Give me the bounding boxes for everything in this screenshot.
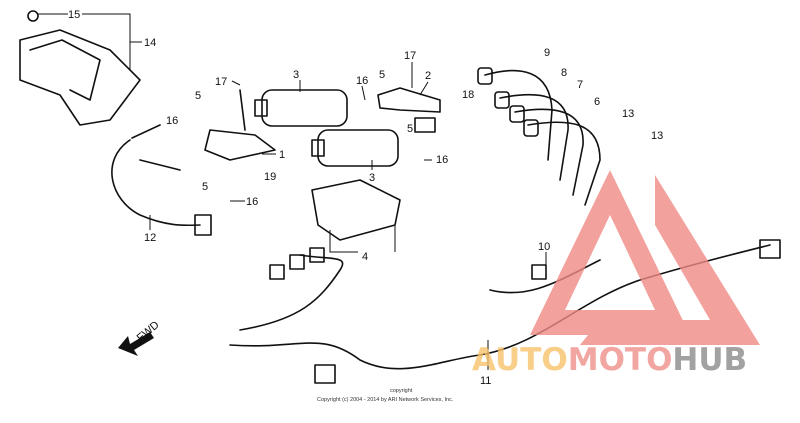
callout-3: 3 — [293, 69, 299, 81]
automotohub-watermark: AUTOMOTOHUB — [472, 170, 760, 378]
svg-text:AUTOMOTOHUB: AUTOMOTOHUB — [472, 342, 747, 378]
callout-14: 14 — [144, 37, 156, 49]
callout-4: 4 — [362, 251, 368, 263]
callout-10: 10 — [538, 241, 550, 253]
watermark-auto: AUTO — [472, 342, 568, 378]
callout-labels: 15 14 17 3 16 5 17 2 9 8 7 6 13 13 18 5 … — [68, 9, 663, 403]
copyright-small: copyright — [390, 388, 413, 394]
callout-3: 3 — [369, 172, 375, 184]
leader-lines — [38, 13, 547, 370]
copyright-notice: Copyright (c) 2004 - 2014 by ARI Network… — [317, 397, 454, 403]
ignition-coil-upper — [254, 89, 348, 127]
bracket-2 — [377, 87, 441, 133]
callout-18: 18 — [462, 89, 474, 101]
fwd-arrow-icon — [118, 332, 154, 356]
callout-6: 6 — [594, 96, 600, 108]
main-wire-harness-11 — [229, 239, 781, 384]
callout-19: 19 — [264, 171, 276, 183]
callout-16: 16 — [246, 196, 258, 208]
callout-16: 16 — [166, 115, 178, 127]
callout-13: 13 — [651, 130, 663, 142]
callout-17: 17 — [215, 76, 227, 88]
callout-5: 5 — [407, 123, 413, 135]
ignition-coil-lower — [311, 129, 399, 167]
callout-9: 9 — [544, 47, 550, 59]
callout-5: 5 — [379, 69, 385, 81]
cover-14 — [19, 10, 141, 126]
cover-4 — [311, 179, 401, 241]
callout-2: 2 — [425, 70, 431, 82]
callout-17: 17 — [404, 50, 416, 62]
plug-caps — [477, 67, 601, 206]
callout-13: 13 — [622, 108, 634, 120]
callout-16: 16 — [436, 154, 448, 166]
callout-5: 5 — [195, 90, 201, 102]
callout-1: 1 — [279, 149, 285, 161]
callout-5: 5 — [202, 181, 208, 193]
callout-7: 7 — [577, 79, 583, 91]
callout-11: 11 — [480, 375, 491, 387]
callout-8: 8 — [561, 67, 567, 79]
wire-harness-12 — [111, 124, 212, 236]
watermark-hub: HUB — [672, 342, 747, 378]
callout-15: 15 — [68, 9, 80, 21]
watermark-moto: MOTO — [568, 342, 673, 378]
bracket-1 — [204, 89, 276, 161]
callout-12: 12 — [144, 232, 156, 244]
callout-16: 16 — [356, 75, 368, 87]
